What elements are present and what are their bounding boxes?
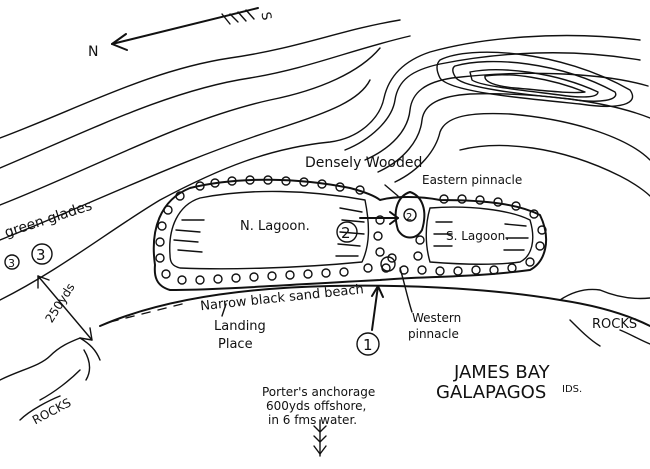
contour-5 [0,34,641,301]
marker-1-circle [356,332,380,356]
contour-9 [394,112,650,183]
rocks-right-outline [559,288,650,301]
marker-2-arrowhead [389,211,399,225]
anchorage-arrow-feathers [313,425,327,455]
marker-small-3-circle [4,254,20,270]
rocks-right-detail [569,319,650,347]
compass-fletching [221,9,255,25]
marker-2-group: 2 [336,211,399,243]
rocks-right-label: ROCKS [592,317,637,332]
anchorage-arrow [313,419,327,457]
s-lagoon-shore [425,206,534,266]
contour-6 [344,52,641,151]
contour-10 [459,144,650,197]
landing-label-1: Landing [214,319,266,334]
rocks-left-detail [19,349,91,421]
n-lagoon-shore [169,190,370,270]
summit-ring-1 [436,51,634,107]
contour-2 [0,35,411,169]
western-pinnacle [380,256,413,313]
western-pinnacle-shape [380,256,396,272]
compass: N S [88,7,274,60]
rocks-left-outline [0,337,101,381]
eastern-pinnacle-outline [394,191,426,239]
beach-marks [109,303,183,323]
n-lagoon-hatching [173,207,365,257]
contour-1 [0,19,401,139]
contour-3 [0,47,381,206]
rocky-rim-outer [152,178,548,291]
marker-3-circle [31,243,53,265]
western-pinnacle-leader [399,267,413,313]
western-pinnacle-label-2: pinnacle [408,327,459,341]
contour-7 [364,72,649,161]
eastern-pinnacle: 2 [384,184,426,239]
marker-1-label: 1 [363,336,373,354]
s-lagoon-label: S. Lagoon. [446,229,509,243]
landing-leader [221,303,227,317]
anchorage-label-3: in 6 fms water. [268,413,357,427]
compass-south-label: S [257,11,273,22]
landing-label-2: Place [218,337,253,352]
marker-3-label: 3 [36,246,46,264]
summit-ring-4 [484,74,586,94]
beach-line [99,284,650,327]
marker-2-label: 2 [341,224,351,242]
n-lagoon-label: N. Lagoon. [240,219,310,234]
rocks-left: ROCKS [0,337,101,427]
map-title-line2: GALAPAGOS [436,382,546,403]
green-glades-label: green glades [3,198,95,241]
distance-line [37,275,93,341]
contour-8 [377,93,650,173]
marker-1-arrowhead [371,285,384,298]
rocks-right: ROCKS [559,288,650,347]
map-title-line1: JAMES BAY [453,362,551,383]
distance-arrow-bottom [79,327,93,341]
s-lagoon-hatching [433,221,529,251]
compass-north-label: N [88,44,98,60]
anchorage-label-2: 600yds offshore, [266,399,366,413]
eastern-pinnacle-label: Eastern pinnacle [422,173,522,187]
shoreline [99,284,650,327]
marker-2-circle [336,221,358,243]
distance-arrow-top [37,275,50,289]
marker-small-2-label: 2 [406,212,412,223]
compass-line [111,7,259,45]
contour-lines [0,19,650,301]
summit-ring-2 [452,60,617,102]
map-title-sup: IDS. [562,384,582,395]
glades-area: green glades 3 3 250yds [3,198,95,341]
contour-4 [0,79,371,241]
densely-wooded-label: Densely Wooded [305,155,422,171]
summit-ring-3 [469,69,599,98]
western-pinnacle-label-1: Western [412,311,461,325]
marker-small-2-circle [403,208,417,222]
eastern-pinnacle-leader [384,184,399,197]
marker-1-arrow [371,285,379,331]
anchorage-label-1: Porter's anchorage [262,385,375,399]
north-arrowhead [111,33,128,51]
marker-1-group: 1 [356,285,384,356]
marker-small-3-label: 3 [8,257,15,270]
